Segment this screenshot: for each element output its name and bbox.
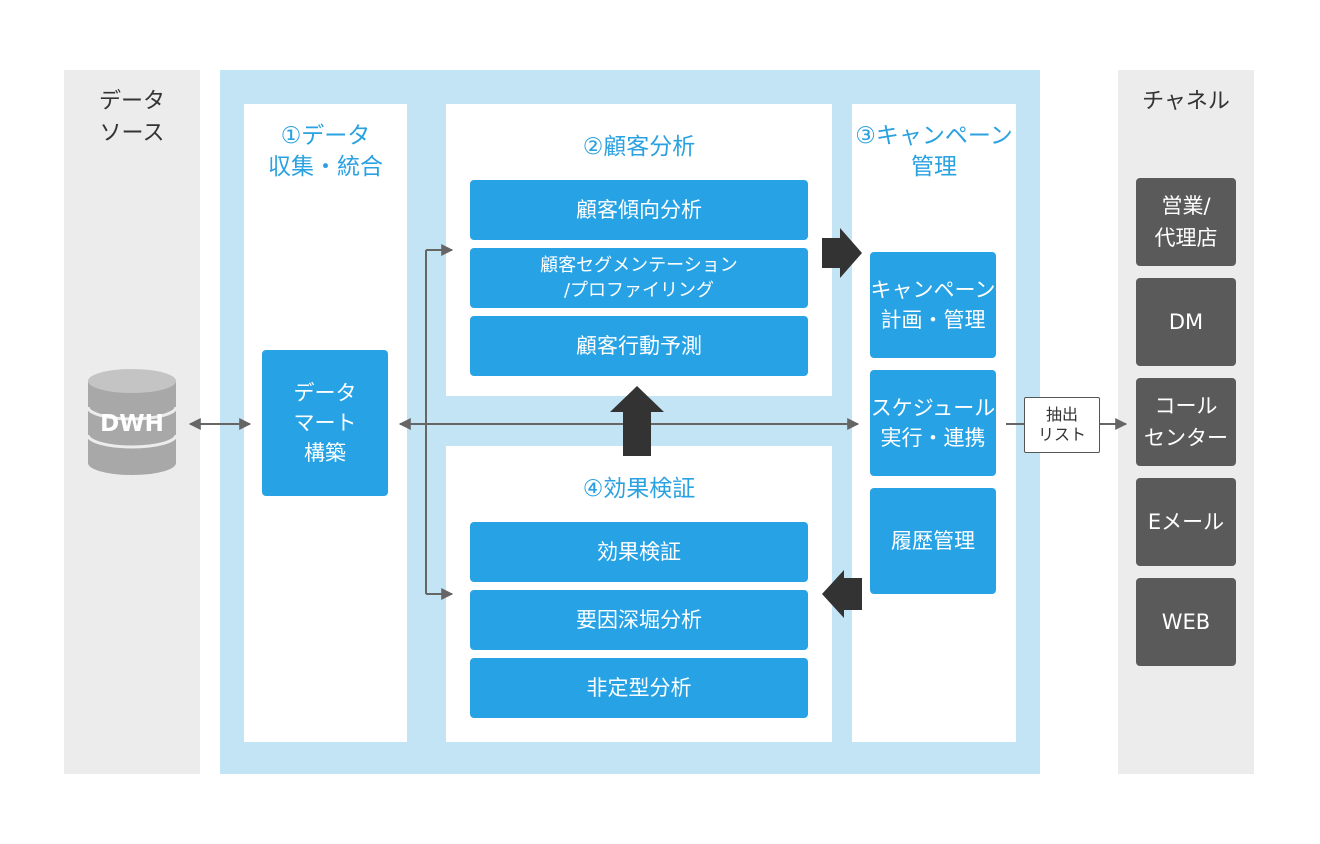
verification-title: ④効果検証 — [582, 476, 696, 502]
dwh-label: DWH — [100, 411, 164, 437]
verification-item-effect: 効果検証 — [470, 522, 808, 582]
data-source-title: データ ソース — [98, 89, 165, 146]
integration-title: ①データ 収集・統合 — [268, 123, 383, 180]
analysis-to-campaign-block-arrow — [822, 228, 862, 278]
verification-item-factor: 要因深堀分析 — [470, 590, 808, 650]
analysis-item-prediction: 顧客行動予測 — [470, 316, 808, 376]
analysis-title: ②顧客分析 — [582, 134, 696, 160]
channel-item-email: Eメール — [1136, 478, 1236, 566]
analysis-item-trend: 顧客傾向分析 — [470, 180, 808, 240]
channel-item-web: WEB — [1136, 578, 1236, 666]
campaign-to-verification-block-arrow — [822, 570, 862, 618]
verification-to-analysis-block-arrow — [610, 386, 664, 456]
channel-item-dm: DM — [1136, 278, 1236, 366]
campaign-item-history: 履歴管理 — [870, 488, 996, 594]
campaign-item-planning: キャンペーン 計画・管理 — [870, 252, 996, 358]
database-icon — [86, 367, 178, 477]
campaign-item-schedule: スケジュール 実行・連携 — [870, 370, 996, 476]
campaign-title: ③キャンペーン 管理 — [855, 123, 1013, 180]
channel-title: チャネル — [1142, 89, 1230, 114]
channel-item-call-center: コール センター — [1136, 378, 1236, 466]
channel-item-sales: 営業/ 代理店 — [1136, 178, 1236, 266]
analysis-item-segmentation: 顧客セグメンテーション /プロファイリング — [470, 248, 808, 308]
verification-item-adhoc: 非定型分析 — [470, 658, 808, 718]
data-mart-box: データ マート 構築 — [262, 350, 388, 496]
extract-list-label: 抽出 リスト — [1024, 397, 1100, 453]
